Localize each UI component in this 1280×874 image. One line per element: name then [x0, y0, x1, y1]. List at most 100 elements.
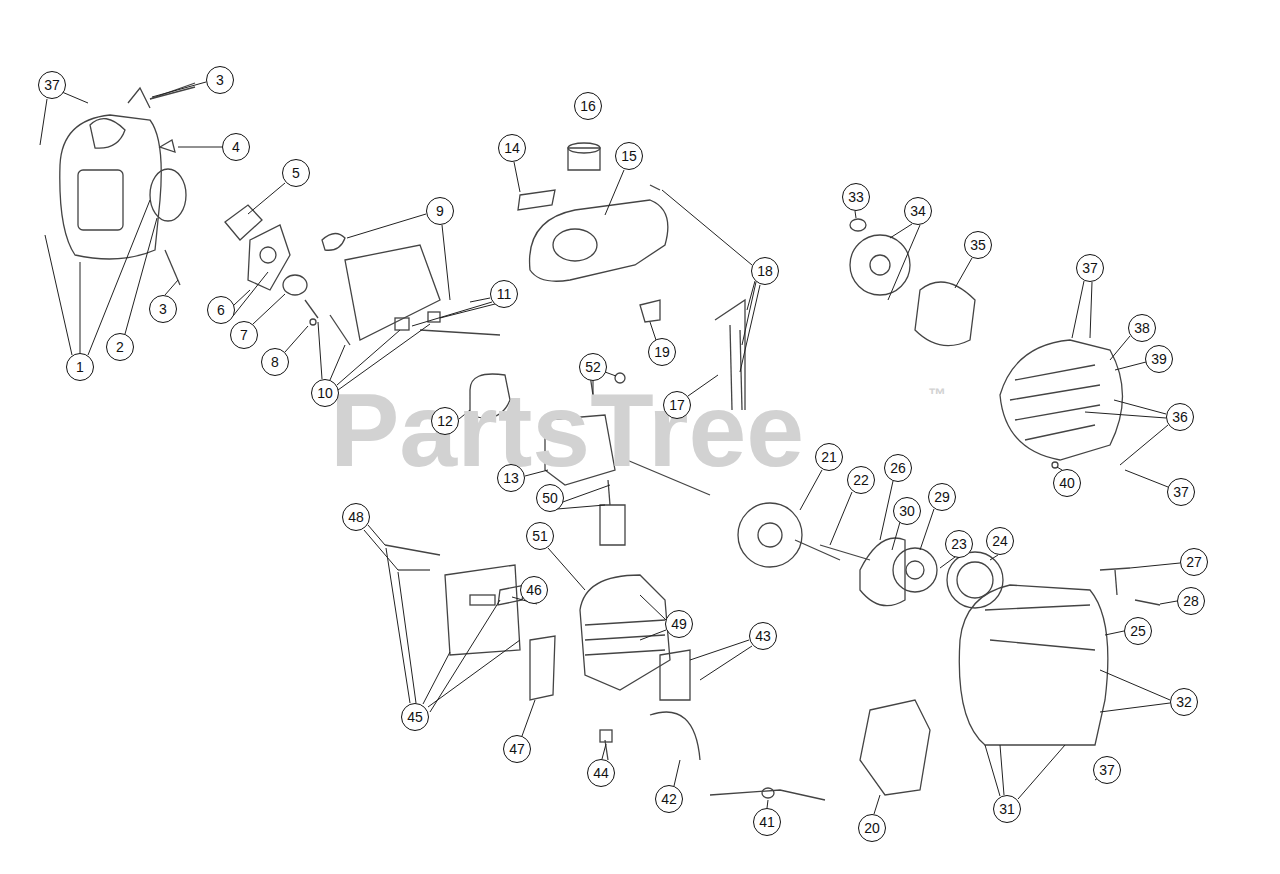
callout-circle: 38 [1128, 314, 1156, 342]
callout-number: 25 [1130, 624, 1146, 638]
callout-circle: 17 [663, 391, 691, 419]
callout-circle: 32 [1170, 688, 1198, 716]
callout-number: 8 [271, 355, 279, 369]
callout-circle: 13 [497, 464, 525, 492]
callout-circle: 47 [503, 735, 531, 763]
callout-number: 42 [661, 792, 677, 806]
callout-circle: 50 [536, 484, 564, 512]
callout-number: 46 [526, 583, 542, 597]
callout-number: 48 [348, 510, 364, 524]
callout-circle: 23 [945, 530, 973, 558]
callout-number: 27 [1186, 555, 1202, 569]
callout-number: 51 [532, 529, 548, 543]
callout-circle: 52 [579, 353, 607, 381]
callout-circle: 37 [1167, 478, 1195, 506]
callout-number: 34 [910, 204, 926, 218]
callout-circle: 18 [751, 257, 779, 285]
callout-number: 14 [504, 141, 520, 155]
callout-circle: 16 [574, 92, 602, 120]
callout-circle: 7 [230, 321, 258, 349]
callout-circle: 35 [964, 231, 992, 259]
callout-circle: 22 [847, 466, 875, 494]
callout-number: 15 [621, 149, 637, 163]
callout-number: 6 [217, 303, 225, 317]
callout-number: 28 [1183, 594, 1199, 608]
callout-circle: 28 [1177, 587, 1205, 615]
callout-number: 52 [585, 360, 601, 374]
callout-number: 38 [1134, 321, 1150, 335]
callout-number: 4 [232, 140, 240, 154]
callout-circle: 37 [1076, 254, 1104, 282]
callout-number: 39 [1151, 352, 1167, 366]
callout-circle: 9 [426, 197, 454, 225]
callout-circle: 27 [1180, 548, 1208, 576]
callout-number: 24 [992, 534, 1008, 548]
callout-circle: 25 [1124, 617, 1152, 645]
callout-number: 12 [437, 414, 453, 428]
callout-circle: 19 [648, 338, 676, 366]
callout-number: 40 [1059, 476, 1075, 490]
callout-number: 10 [317, 386, 333, 400]
callout-circle: 14 [498, 134, 526, 162]
callout-number: 9 [436, 204, 444, 218]
callout-circle: 43 [749, 622, 777, 650]
callout-circle: 33 [842, 183, 870, 211]
callout-circle: 3 [149, 295, 177, 323]
callout-number: 44 [593, 766, 609, 780]
callout-number: 3 [159, 302, 167, 316]
callout-number: 29 [934, 490, 950, 504]
callout-number: 16 [580, 99, 596, 113]
callout-number: 43 [755, 629, 771, 643]
callout-number: 30 [899, 504, 915, 518]
callout-circle: 39 [1145, 345, 1173, 373]
callout-circle: 11 [490, 280, 518, 308]
callout-number: 37 [1173, 485, 1189, 499]
callout-number: 1 [76, 360, 84, 374]
callout-number: 37 [1082, 261, 1098, 275]
callout-circle: 30 [893, 497, 921, 525]
callout-circle: 4 [222, 133, 250, 161]
callout-circle: 6 [207, 296, 235, 324]
callout-circle: 40 [1053, 469, 1081, 497]
callout-circle: 44 [587, 759, 615, 787]
callout-number: 49 [671, 617, 687, 631]
callout-circle: 2 [106, 333, 134, 361]
callout-circle: 51 [526, 522, 554, 550]
callout-circle: 1 [66, 353, 94, 381]
callout-number: 31 [999, 802, 1015, 816]
callout-circle: 46 [520, 576, 548, 604]
callout-circle: 49 [665, 610, 693, 638]
callout-number: 37 [1099, 763, 1115, 777]
callout-number: 20 [864, 821, 880, 835]
callout-circle: 3 [206, 66, 234, 94]
callout-circle: 21 [815, 443, 843, 471]
callout-circle: 15 [615, 142, 643, 170]
callout-number: 45 [407, 710, 423, 724]
callout-number: 11 [497, 287, 512, 301]
callout-number: 33 [848, 190, 864, 204]
callout-number: 19 [654, 345, 670, 359]
callout-circle: 8 [261, 348, 289, 376]
callout-circle: 29 [928, 483, 956, 511]
callout-number: 5 [292, 166, 300, 180]
callout-circle: 26 [884, 454, 912, 482]
callout-number: 21 [821, 450, 837, 464]
callout-circle: 20 [858, 814, 886, 842]
trademark-sign: ™ [928, 386, 946, 404]
callout-circle: 36 [1166, 403, 1194, 431]
callout-number: 47 [509, 742, 525, 756]
callout-number: 50 [542, 491, 558, 505]
callout-number: 17 [669, 398, 685, 412]
callout-circle: 45 [401, 703, 429, 731]
callout-circle: 37 [38, 71, 66, 99]
callout-circle: 12 [431, 407, 459, 435]
callout-circle: 10 [311, 379, 339, 407]
callout-number: 22 [853, 473, 869, 487]
callout-circle: 31 [993, 795, 1021, 823]
callout-number: 7 [240, 328, 248, 342]
watermark: PartsTree [330, 378, 804, 482]
callout-number: 37 [44, 78, 60, 92]
callout-circle: 42 [655, 785, 683, 813]
callout-circle: 24 [986, 527, 1014, 555]
callout-number: 2 [116, 340, 124, 354]
